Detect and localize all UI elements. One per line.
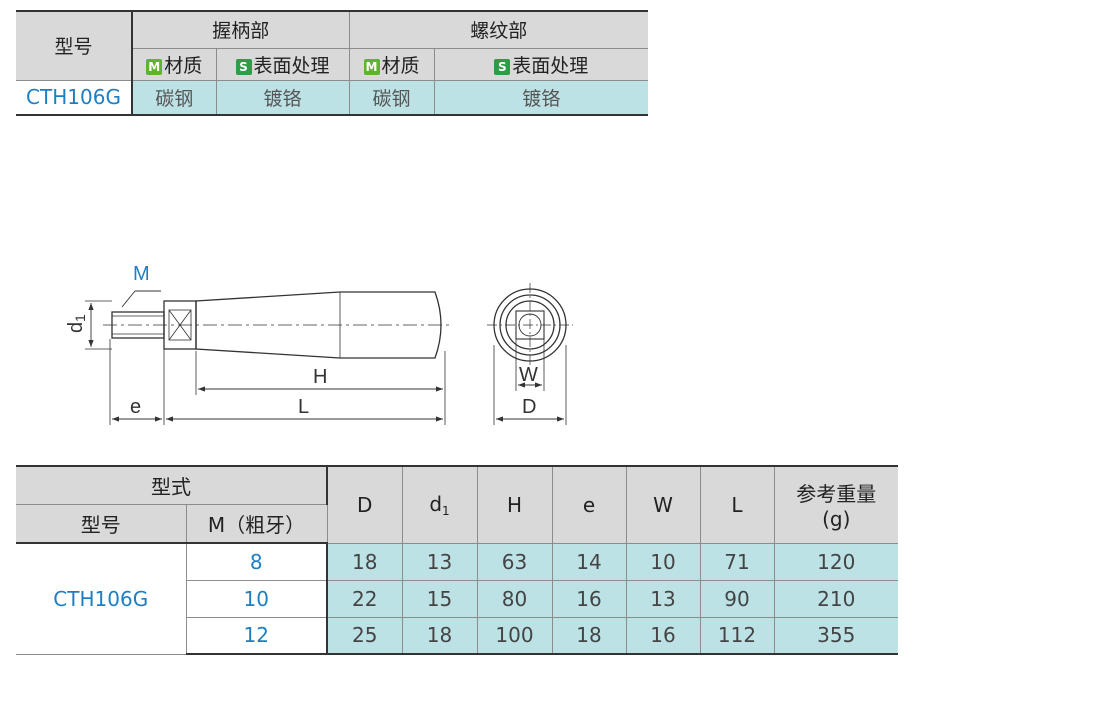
material-badge-icon: M <box>363 58 380 75</box>
row-m: 12 <box>186 616 328 655</box>
surface-badge-icon: S <box>494 58 511 75</box>
col-header-model: 型号 <box>16 503 187 544</box>
row-d1: 15 <box>401 579 478 618</box>
thread-header: 螺纹部 <box>348 10 649 49</box>
row-w: 16 <box>625 616 701 655</box>
row-l: 71 <box>699 542 775 581</box>
row-d: 22 <box>326 579 403 618</box>
row-weight: 355 <box>773 616 898 655</box>
grip-surface-value: 镀铬 <box>215 79 350 116</box>
row-m: 10 <box>186 579 328 618</box>
row-h: 63 <box>476 542 553 581</box>
grip-material-value: 碳钢 <box>131 79 217 116</box>
label-w: W <box>519 364 538 386</box>
end-view: W D <box>487 283 573 425</box>
label-d1: d <box>65 322 87 333</box>
row-h: 80 <box>476 579 553 618</box>
thread-surface-value: 镀铬 <box>433 79 649 116</box>
label-d1-sub: 1 <box>72 314 88 322</box>
row-weight: 120 <box>773 542 898 581</box>
label-e: e <box>130 396 141 418</box>
col-header-d1: d1 <box>401 465 478 544</box>
material-badge-icon: M <box>146 58 163 75</box>
grip-header: 握柄部 <box>131 10 350 49</box>
label-m: M <box>133 263 150 285</box>
surface-badge-icon: S <box>235 58 252 75</box>
row-w: 10 <box>625 542 701 581</box>
row-d: 25 <box>326 616 403 655</box>
mat-model-header: 型号 <box>16 10 133 81</box>
label-h: H <box>313 366 327 388</box>
col-header-h: H <box>476 465 553 544</box>
col-header-weight: 参考重量(g) <box>773 465 898 544</box>
row-h: 100 <box>476 616 553 655</box>
row-m: 8 <box>185 542 328 581</box>
row-d1: 13 <box>401 542 478 581</box>
row-w: 13 <box>625 579 701 618</box>
row-l: 90 <box>699 579 775 618</box>
dim-model-value: CTH106G <box>16 542 187 655</box>
type-header: 型式 <box>16 465 328 505</box>
row-l: 112 <box>699 616 775 655</box>
label-d: D <box>522 396 536 418</box>
thread-material-value: 碳钢 <box>348 79 435 116</box>
row-d1: 18 <box>401 616 478 655</box>
col-header-w: W <box>625 465 701 544</box>
row-e: 18 <box>551 616 627 655</box>
side-view: M d 1 H e L <box>65 263 453 425</box>
handle-drawing: M d 1 H e L W <box>65 263 573 425</box>
row-d: 18 <box>326 542 403 581</box>
tapered-grip <box>195 291 442 359</box>
col-header-e: e <box>551 465 627 544</box>
row-weight: 210 <box>773 579 898 618</box>
col-header-d: D <box>326 465 403 544</box>
label-l: L <box>298 396 309 418</box>
row-e: 14 <box>551 542 627 581</box>
dimension-table: 型式 D d1 H e W L 参考重量(g) 型号 M（粗牙） CTH106G… <box>16 465 898 655</box>
col-header-m: M（粗牙） <box>185 503 327 544</box>
col-header-l: L <box>699 465 775 544</box>
row-e: 16 <box>551 579 627 618</box>
mat-model-value: CTH106G <box>16 79 133 116</box>
